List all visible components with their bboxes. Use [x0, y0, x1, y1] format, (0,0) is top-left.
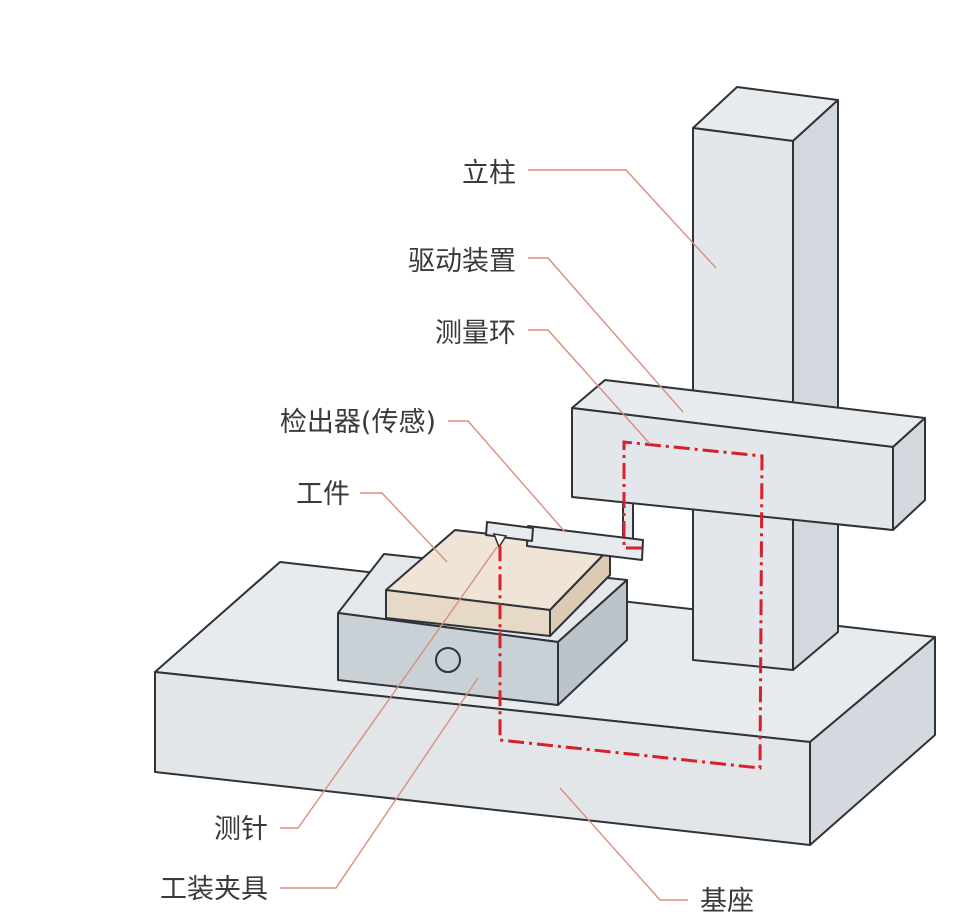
drive-unit [571, 379, 926, 531]
labels: 立柱 驱动装置 测量环 检出器(传感) 工件 测针 工装夹具 基座 [160, 158, 754, 917]
label-fixture: 工装夹具 [160, 874, 268, 905]
label-drive-unit: 驱动装置 [408, 246, 516, 277]
leader-drive-unit [528, 257, 684, 413]
leader-column [528, 169, 717, 269]
leader-fixture [280, 677, 479, 889]
leader-base [559, 787, 688, 901]
label-measuring-loop: 测量环 [435, 318, 516, 349]
workpiece-right-face [549, 547, 611, 637]
leader-detector [448, 420, 566, 533]
leader-workpiece [360, 492, 448, 563]
column-lower [692, 479, 839, 671]
leader-lines [280, 169, 717, 901]
label-detector: 检出器(传感) [280, 407, 436, 438]
base-right-face [809, 636, 936, 846]
measuring-loop-path [498, 440, 764, 770]
fixture-right-face [557, 579, 628, 706]
label-base: 基座 [700, 886, 754, 917]
label-column: 立柱 [462, 158, 516, 189]
column-lower-front-face [692, 504, 794, 671]
label-stylus: 测针 [214, 814, 268, 845]
drive-right-face [892, 417, 926, 531]
leader-measuring-loop [528, 329, 651, 445]
fixture-bolt-hole [435, 647, 461, 673]
label-workpiece: 工件 [296, 479, 350, 510]
leader-stylus [280, 546, 498, 829]
stylus-tip [492, 532, 508, 549]
